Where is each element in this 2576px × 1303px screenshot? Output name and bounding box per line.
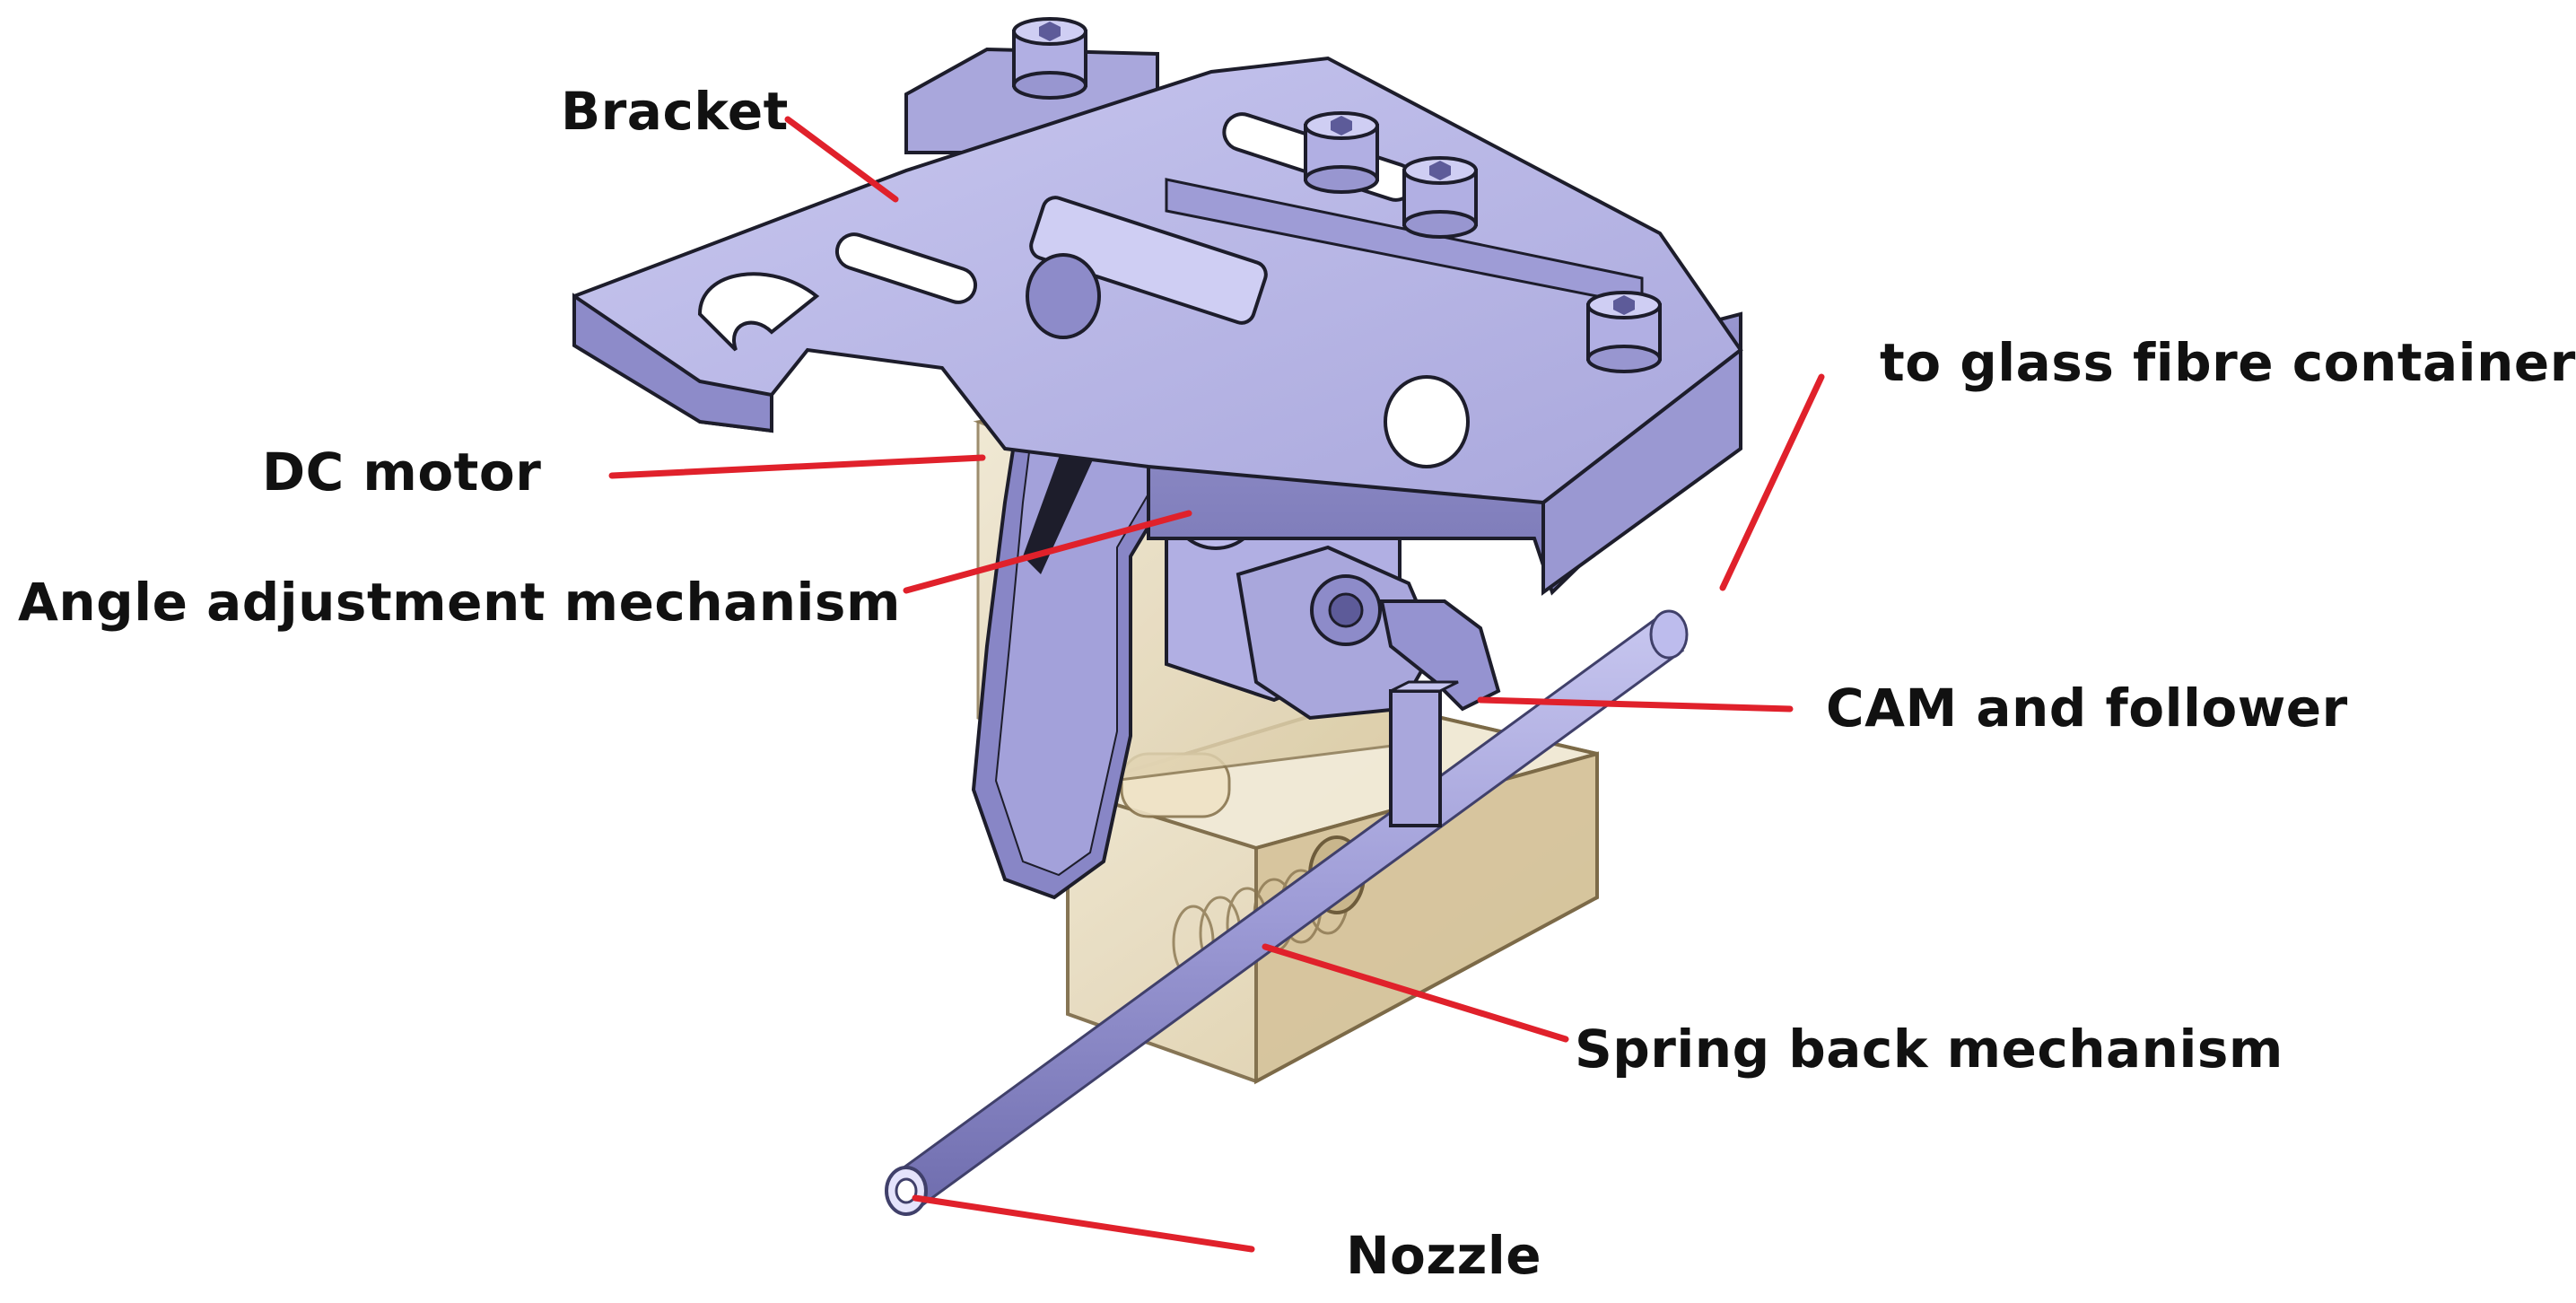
leader-lines (608, 116, 1825, 1253)
leader-glass-fibre (1719, 373, 1825, 591)
leader-bracket (784, 116, 899, 203)
label-glass-fibre-container: to glass fibre container (1880, 332, 2576, 393)
label-angle-adjustment: Angle adjustment mechanism (18, 572, 901, 633)
leader-cam (1477, 696, 1794, 713)
label-nozzle: Nozzle (1346, 1225, 1542, 1286)
leader-nozzle (912, 1194, 1255, 1253)
label-dc-motor: DC motor (262, 442, 542, 503)
leader-dc-motor (608, 454, 986, 479)
leader-spring (1262, 943, 1569, 1043)
cam-follower (1236, 545, 1501, 827)
label-cam-follower: CAM and follower (1826, 678, 2348, 739)
socket-screws (1012, 17, 1662, 373)
leader-angle (903, 510, 1192, 594)
label-spring-back: Spring back mechanism (1575, 1019, 2283, 1080)
label-bracket: Bracket (561, 81, 789, 142)
